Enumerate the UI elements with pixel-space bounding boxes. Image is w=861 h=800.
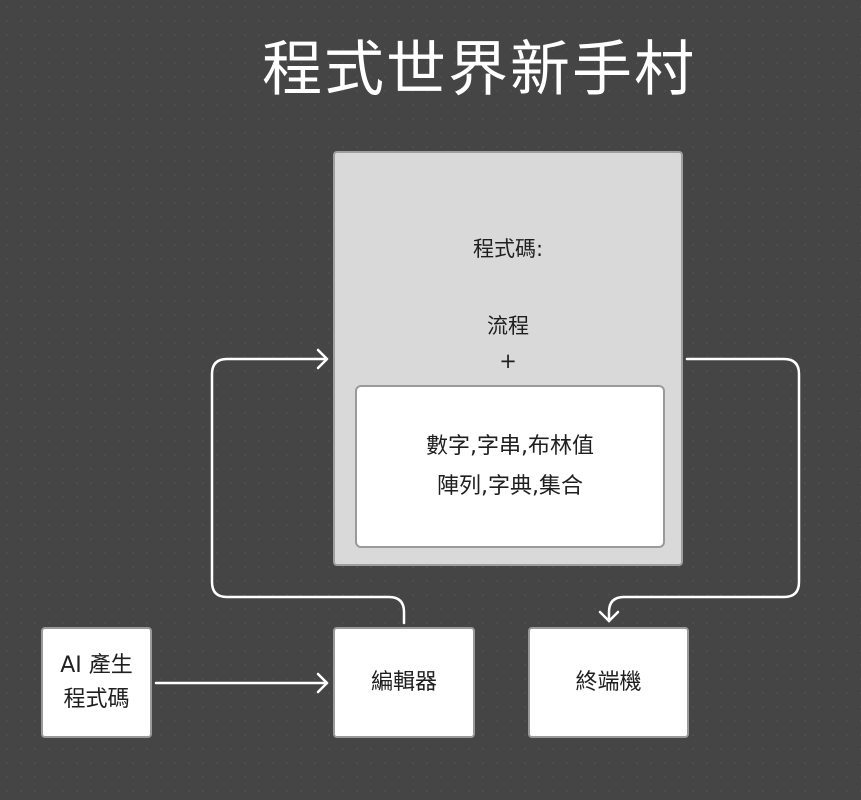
ai-generate-box: AI 產生 程式碼 [41,627,152,738]
code-to-terminal-arrowhead [598,610,620,623]
editor-to-code-arrowhead [316,348,329,370]
plus-sign: + [499,349,517,373]
ai-box-line-1: AI 產生 [60,652,133,678]
diagram-title: 程式世界新手村 [262,35,696,105]
flow-label: 流程 [487,314,529,338]
ai-box-line-2: 程式碼 [63,686,130,712]
code-to-terminal-arrow [607,357,801,623]
terminal-label: 終端機 [575,669,642,695]
code-panel-heading: 程式碼: [472,237,544,261]
terminal-box: 終端機 [528,627,689,738]
ai-to-editor-arrowhead [316,672,329,694]
editor-label: 編輯器 [370,669,437,695]
data-types-box: 數字,字串,布林值 陣列,字典,集合 [355,385,665,548]
editor-to-code-arrow [210,357,406,625]
data-types-line-2: 陣列,字典,集合 [437,473,583,499]
code-panel: 程式碼: 流程 + 數字,字串,布林值 陣列,字典,集合 [333,151,683,566]
editor-box: 編輯器 [333,627,475,738]
data-types-line-1: 數字,字串,布林值 [426,433,594,459]
